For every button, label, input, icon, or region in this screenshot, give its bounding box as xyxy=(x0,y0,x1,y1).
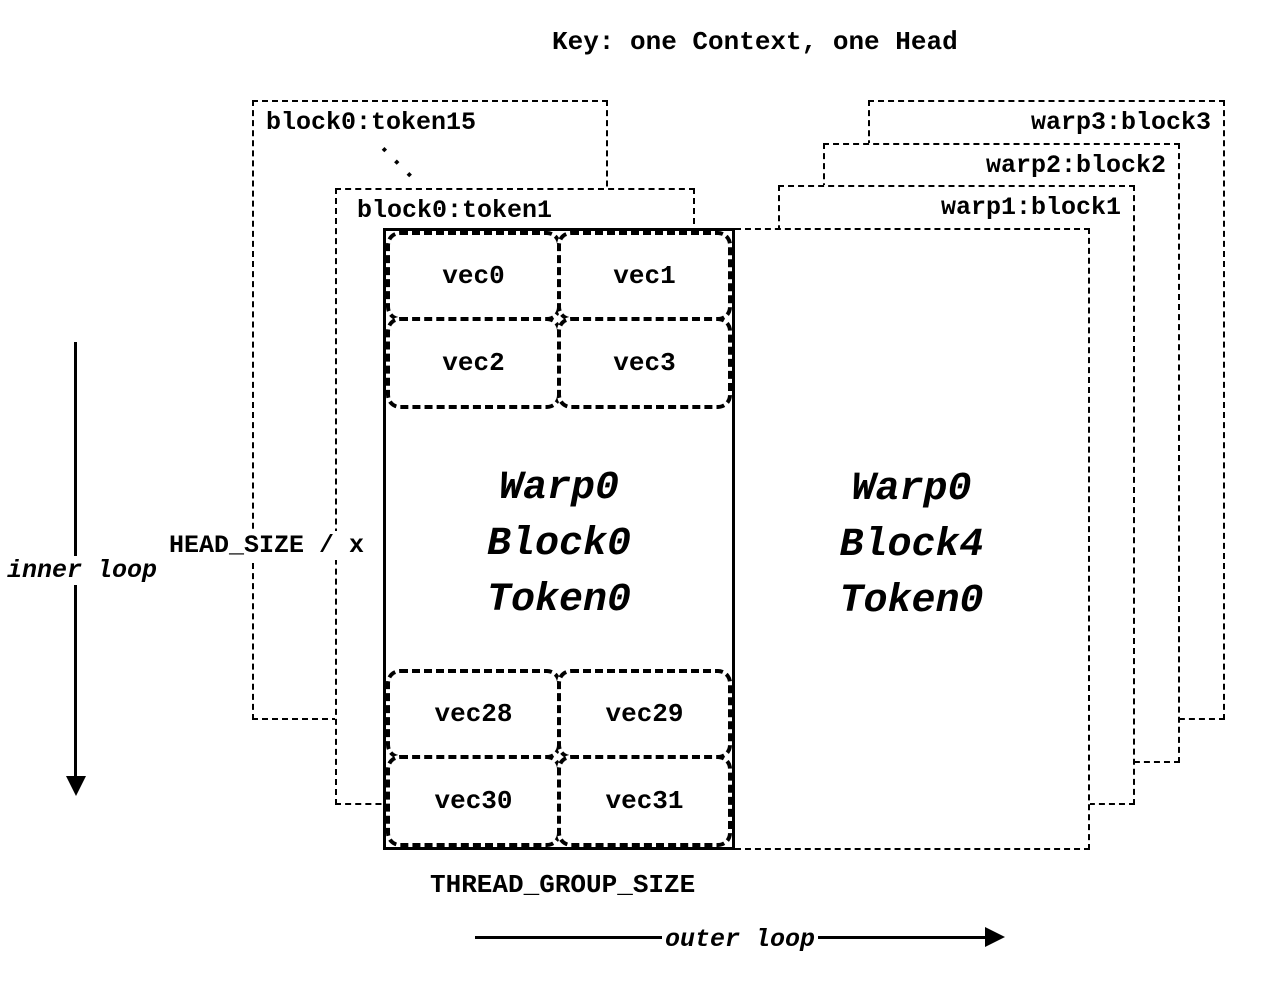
block0-token15-label: block0:token15 xyxy=(266,108,477,137)
diagram-title: Key: one Context, one Head xyxy=(552,27,958,57)
warp1-block1-label: warp1:block1 xyxy=(940,193,1121,222)
warp0-block4-box: Warp0 Block4 Token0 xyxy=(735,228,1090,850)
box-label-line: Warp0 xyxy=(498,466,620,511)
vec29-cell: vec29 xyxy=(557,669,732,759)
thread-group-size-label: THREAD_GROUP_SIZE xyxy=(427,870,699,900)
vec2-cell: vec2 xyxy=(386,317,561,409)
block0-token1-label: block0:token1 xyxy=(357,196,553,225)
vec31-cell: vec31 xyxy=(557,755,732,847)
vec1-cell: vec1 xyxy=(557,231,732,321)
outer-loop-label: outer loop xyxy=(662,925,819,954)
inner-loop-arrowhead-icon xyxy=(66,776,86,796)
box-label-line: Token0 xyxy=(839,579,984,624)
vec0-cell: vec0 xyxy=(386,231,561,321)
warp0-block0-label: Warp0 Block0 Token0 xyxy=(386,461,732,629)
warp0-block0-box: vec0 vec1 vec2 vec3 Warp0 Block0 Token0 … xyxy=(383,228,735,850)
inner-loop-label: inner loop xyxy=(4,556,161,585)
box-label-line: Block4 xyxy=(839,523,984,568)
box-label-line: Token0 xyxy=(486,578,632,623)
outer-loop-arrowhead-icon xyxy=(985,927,1005,947)
warp3-block3-label: warp3:block3 xyxy=(1030,108,1211,137)
box-label-line: Warp0 xyxy=(851,467,972,512)
box-label-line: Block0 xyxy=(486,522,632,567)
warp0-block4-label: Warp0 Block4 Token0 xyxy=(735,462,1088,630)
vec3-cell: vec3 xyxy=(557,317,732,409)
vec28-cell: vec28 xyxy=(386,669,561,759)
head-size-label: HEAD_SIZE / x xyxy=(166,531,368,560)
vec30-cell: vec30 xyxy=(386,755,561,847)
warp2-block2-label: warp2:block2 xyxy=(985,151,1166,180)
